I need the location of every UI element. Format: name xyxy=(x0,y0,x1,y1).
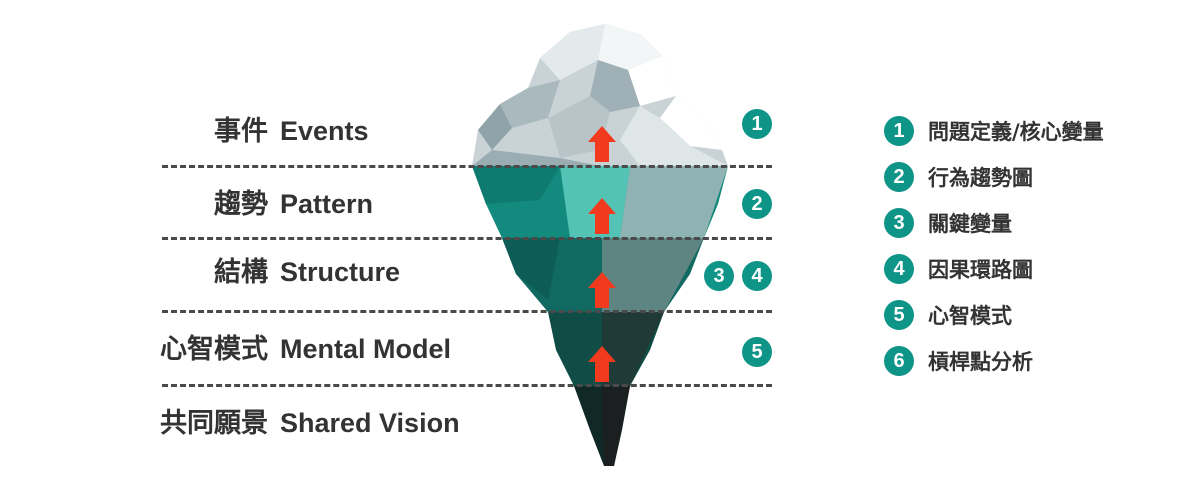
level-badge-5: 5 xyxy=(742,337,772,367)
legend-item: 2 行為趨勢圖 xyxy=(884,154,1104,200)
arrow-up-icon xyxy=(588,272,616,308)
legend-text: 因果環路圖 xyxy=(928,258,1033,282)
arrow-up-icon xyxy=(588,126,616,162)
level-pattern: 趨勢 Pattern xyxy=(150,189,374,220)
level-en: Shared Vision xyxy=(280,408,460,438)
level-badge-4: 4 xyxy=(742,261,772,291)
divider-line xyxy=(162,384,772,387)
legend-text: 關鍵變量 xyxy=(928,212,1012,236)
level-en: Events xyxy=(280,116,369,146)
legend-badge: 2 xyxy=(884,162,914,192)
arrow-up-icon xyxy=(588,346,616,382)
legend-badge: 6 xyxy=(884,346,914,376)
level-badge-3: 3 xyxy=(704,261,734,291)
legend-text: 行為趨勢圖 xyxy=(928,166,1033,190)
level-zh: 結構 xyxy=(214,257,268,288)
legend-badge: 5 xyxy=(884,300,914,330)
legend-item: 3 關鍵變量 xyxy=(884,200,1104,246)
level-badge-1: 1 xyxy=(742,109,772,139)
legend-item: 6 槓桿點分析 xyxy=(884,338,1104,384)
legend-item: 1 問題定義/核心變量 xyxy=(884,108,1104,154)
legend-item: 4 因果環路圖 xyxy=(884,246,1104,292)
arrow-up-icon xyxy=(588,198,616,234)
divider-line xyxy=(162,237,772,240)
level-structure: 結構 Structure xyxy=(150,257,401,288)
legend-text: 問題定義/核心變量 xyxy=(928,120,1104,144)
level-shared-vision: 共同願景 Shared Vision xyxy=(150,408,460,439)
level-en: Pattern xyxy=(280,189,374,219)
legend: 1 問題定義/核心變量 2 行為趨勢圖 3 關鍵變量 4 因果環路圖 5 心智模… xyxy=(884,108,1104,384)
legend-badge: 3 xyxy=(884,208,914,238)
level-mental-model: 心智模式 Mental Model xyxy=(150,334,452,365)
level-zh: 趨勢 xyxy=(214,189,268,220)
legend-badge: 4 xyxy=(884,254,914,284)
level-en: Mental Model xyxy=(280,334,452,364)
divider-line xyxy=(162,310,772,313)
level-zh: 事件 xyxy=(214,116,268,147)
legend-text: 槓桿點分析 xyxy=(928,350,1033,374)
divider-line xyxy=(162,165,772,168)
level-events: 事件 Events xyxy=(150,116,369,147)
legend-item: 5 心智模式 xyxy=(884,292,1104,338)
level-zh: 心智模式 xyxy=(160,334,268,365)
level-zh: 共同願景 xyxy=(160,408,268,439)
level-en: Structure xyxy=(280,257,401,287)
legend-text: 心智模式 xyxy=(928,304,1012,328)
level-badge-2: 2 xyxy=(742,189,772,219)
legend-badge: 1 xyxy=(884,116,914,146)
